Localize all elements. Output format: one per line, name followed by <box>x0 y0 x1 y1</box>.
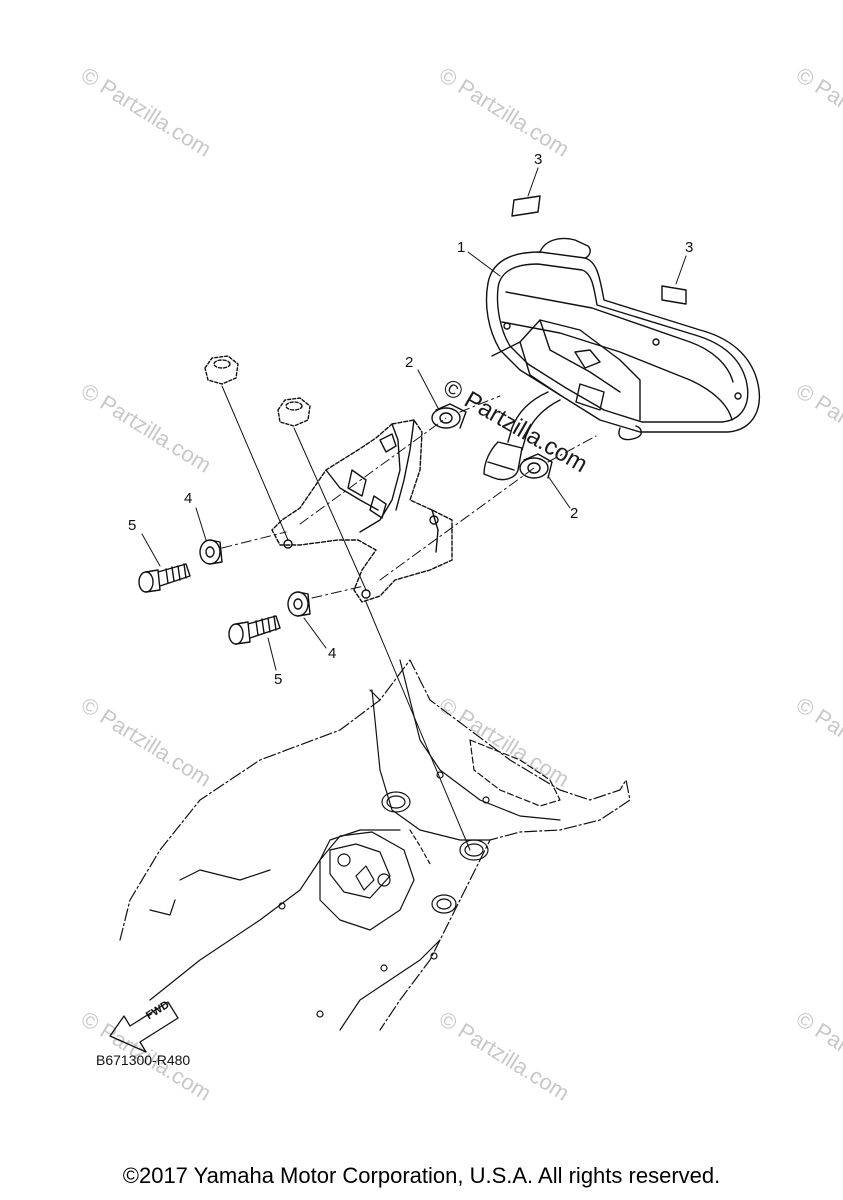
bolt-5b <box>228 615 281 645</box>
callout-2: 2 <box>405 354 414 371</box>
callout-1: 1 <box>457 239 466 256</box>
collar-4a <box>199 539 223 565</box>
grommet-2b <box>519 453 553 479</box>
body-frame <box>119 659 631 1031</box>
nut-upper-left <box>204 355 239 385</box>
meter-assembly <box>483 237 761 481</box>
bolt-5a <box>138 563 191 593</box>
callout-4: 4 <box>328 645 337 662</box>
callout-5: 5 <box>274 671 283 688</box>
assembly-lines <box>141 167 687 851</box>
pad-3b <box>661 285 687 305</box>
collar-4b <box>287 591 311 617</box>
callout-5: 5 <box>128 517 137 534</box>
reference-code: B671300-R480 <box>96 1052 191 1068</box>
callout-3: 3 <box>685 239 694 256</box>
pad-3a <box>511 195 541 217</box>
callout-4: 4 <box>184 490 193 507</box>
callout-2: 2 <box>570 505 579 522</box>
grommet-2a <box>431 403 467 429</box>
meter-bracket <box>271 419 453 603</box>
fwd-arrow-icon <box>109 1001 179 1053</box>
copyright-notice: ©2017 Yamaha Motor Corporation, U.S.A. A… <box>122 1163 721 1188</box>
callout-3: 3 <box>534 151 543 168</box>
nut-upper-right <box>277 397 311 427</box>
